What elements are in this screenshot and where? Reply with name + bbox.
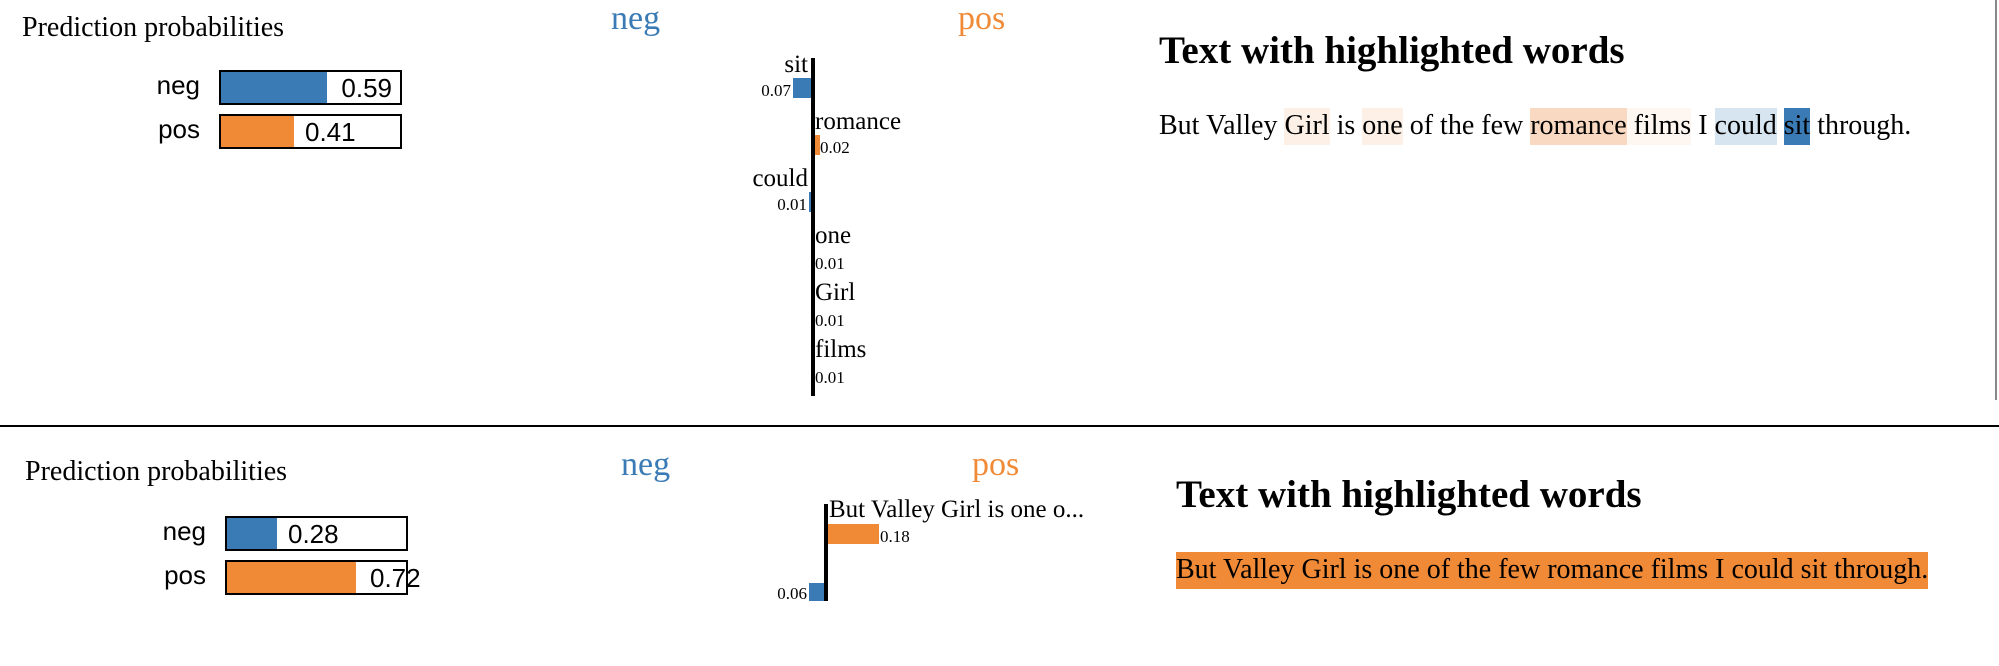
panel-divider — [0, 425, 1999, 427]
feature-word-sit: sit — [784, 51, 808, 78]
feature-weight-girl: 0.01 — [815, 311, 845, 330]
text-segment: one — [1362, 108, 1403, 145]
text-segment: films — [1626, 108, 1692, 145]
feature-weight-films: 0.01 — [815, 368, 845, 387]
text-segment — [1777, 108, 1784, 145]
feature-word-could: could — [752, 165, 808, 192]
pos-header: pos — [972, 446, 1020, 483]
probability-fill-pos — [227, 562, 356, 593]
probability-bar-neg: 0.28 — [225, 516, 408, 551]
explanation-axis — [824, 504, 828, 601]
feature-word-document: But Valley Girl is one o... — [829, 496, 1085, 523]
text-segment: But Valley Girl is one of the few romanc… — [1176, 552, 1929, 589]
text-segment: through. — [1810, 110, 1912, 141]
feature-word-romance: romance — [815, 108, 902, 135]
feature-bar-romance — [815, 135, 820, 155]
text-segment: Girl — [1284, 108, 1330, 145]
class-label-neg: neg — [156, 70, 200, 100]
prediction-title: Prediction probabilities — [25, 456, 288, 487]
class-label-pos: pos — [164, 560, 206, 590]
probability-fill-neg — [227, 518, 278, 549]
probability-value-neg: 0.59 — [341, 73, 392, 103]
explanation-axis — [811, 58, 815, 396]
feature-weight-one: 0.01 — [815, 254, 845, 273]
feature-weight-could: 0.01 — [777, 195, 807, 214]
feature-word-girl: Girl — [815, 279, 856, 306]
feature-weight-document: 0.18 — [880, 527, 910, 546]
neg-header: neg — [611, 0, 661, 37]
scrollbar-edge — [1995, 0, 1997, 400]
feature-bar-neg — [809, 583, 824, 601]
prediction-title: Prediction probabilities — [22, 12, 285, 43]
feature-bar-could — [809, 192, 811, 212]
probability-bar-pos: 0.41 — [219, 114, 402, 149]
probability-bar-neg: 0.59 — [219, 70, 402, 105]
neg-header: neg — [621, 446, 671, 483]
pos-header: pos — [958, 0, 1006, 37]
probability-value-pos: 0.41 — [305, 117, 356, 147]
text-segment: of the few — [1402, 110, 1531, 141]
text-heading: Text with highlighted words — [1176, 473, 1642, 516]
text-segment: could — [1714, 108, 1777, 145]
probability-value-pos: 0.72 — [370, 563, 421, 593]
text-segment: I — [1691, 110, 1715, 141]
text-segment: sit — [1783, 108, 1811, 145]
highlighted-text: But Valley Girl is one of the few romanc… — [1159, 107, 1919, 145]
text-segment: romance — [1530, 108, 1627, 145]
feature-bar-sit — [793, 78, 811, 98]
feature-word-films: films — [815, 336, 867, 363]
class-label-pos: pos — [158, 114, 200, 144]
feature-bar-document — [828, 524, 879, 544]
text-segment: But Valley — [1159, 110, 1285, 141]
feature-weight-neg: 0.06 — [777, 584, 807, 603]
explanation-panel-1: Prediction probabilities neg 0.59 pos 0.… — [22, 0, 1919, 396]
text-heading: Text with highlighted words — [1159, 29, 1625, 72]
probability-value-neg: 0.28 — [288, 519, 339, 549]
explanation-panel-2: Prediction probabilities neg 0.28 pos 0.… — [0, 427, 1999, 666]
probability-bar-pos: 0.72 — [225, 560, 421, 595]
probability-fill-neg — [221, 72, 327, 103]
text-segment: is — [1329, 110, 1363, 141]
highlighted-text: But Valley Girl is one of the few romanc… — [1176, 551, 1936, 589]
feature-weight-romance: 0.02 — [820, 138, 850, 157]
feature-word-one: one — [815, 222, 852, 249]
probability-fill-pos — [221, 116, 295, 147]
feature-weight-sit: 0.07 — [761, 81, 791, 100]
class-label-neg: neg — [162, 516, 206, 546]
